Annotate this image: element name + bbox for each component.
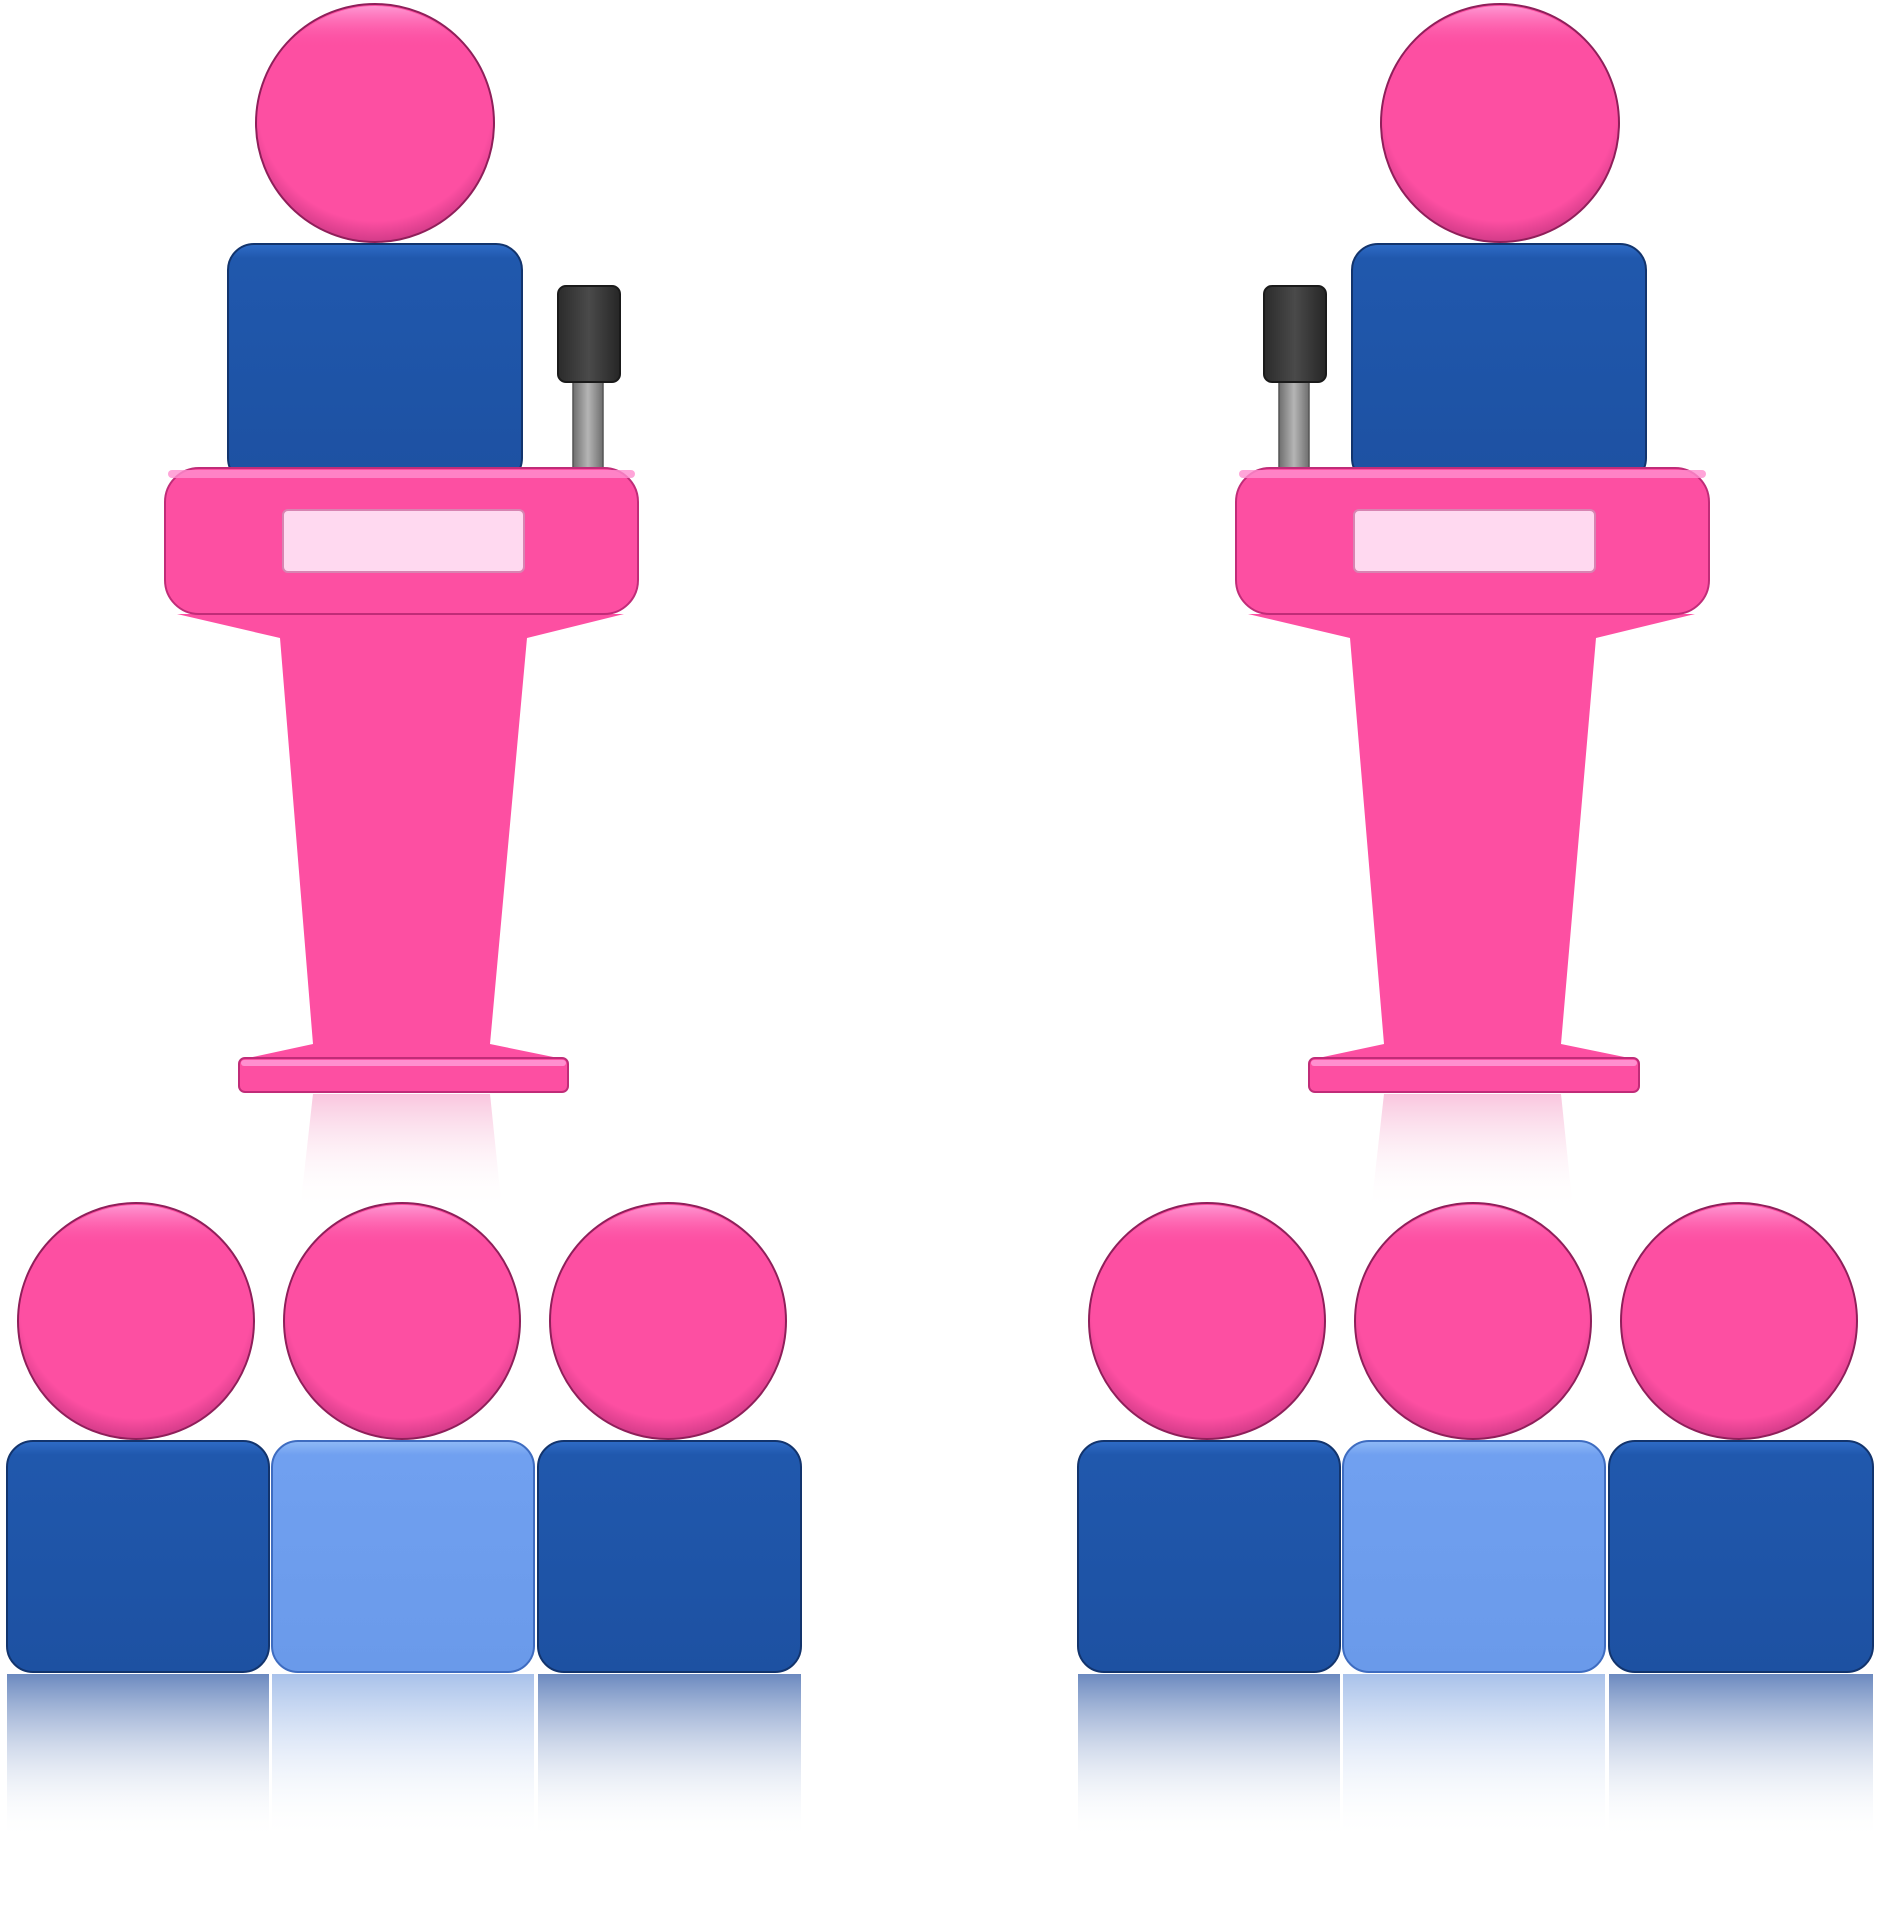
left-lectern-reflection (300, 1094, 502, 1210)
left-audience (6, 1202, 802, 1839)
left-microphone-icon (557, 285, 621, 473)
right-microphone-icon (1263, 285, 1327, 473)
right-lectern-reflection (1371, 1094, 1573, 1210)
right-speaker-head (1380, 3, 1620, 243)
left-speaker-body (227, 243, 523, 485)
left-presenter-group (6, 3, 802, 1839)
right-lectern-nameplate (1353, 509, 1596, 573)
right-audience-member-3-person-icon (1608, 1202, 1874, 1839)
right-speaker-body (1351, 243, 1647, 485)
right-lectern-icon (1235, 467, 1710, 1093)
left-audience-member-1-person-icon (6, 1202, 270, 1839)
left-lectern-nameplate (282, 509, 525, 573)
right-audience-member-1-person-icon (1077, 1202, 1341, 1839)
left-speaker-head (255, 3, 495, 243)
left-audience-member-2-person-icon (271, 1202, 535, 1839)
right-presenter-group (1077, 3, 1874, 1839)
left-audience-member-3-person-icon (537, 1202, 802, 1839)
left-lectern-icon (164, 467, 639, 1093)
right-audience (1077, 1202, 1874, 1839)
right-audience-member-2-person-icon (1342, 1202, 1606, 1839)
